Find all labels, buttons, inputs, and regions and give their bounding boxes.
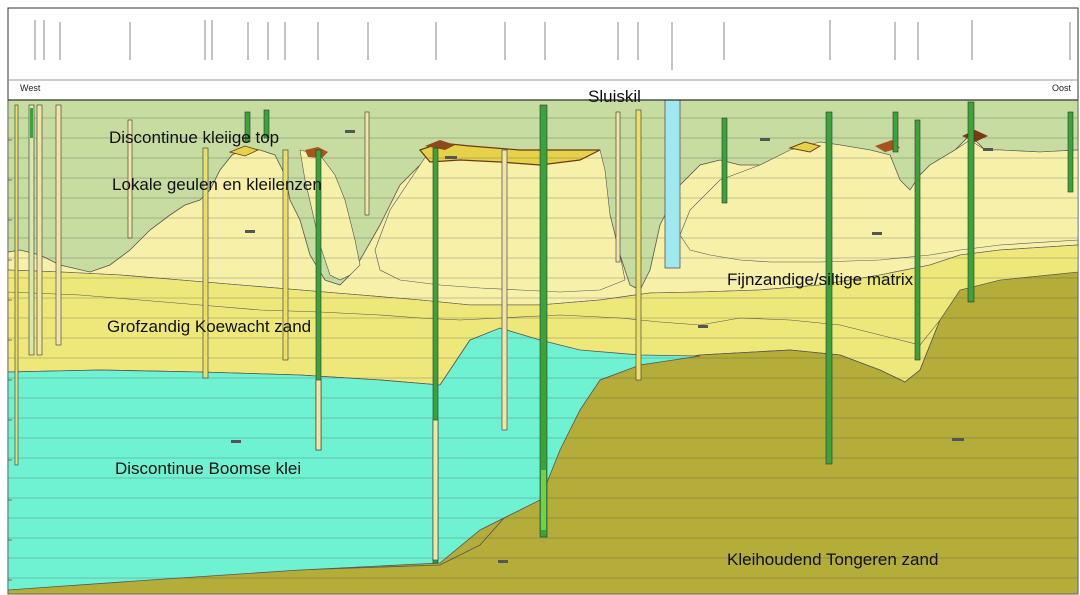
sand-lens-east	[679, 139, 1079, 263]
label-fijnzandig: Fijnzandige/siltige matrix	[727, 270, 914, 289]
label-boomse-klei: Discontinue Boomse klei	[115, 459, 302, 478]
label-tongeren: Kleihoudend Tongeren zand	[727, 550, 939, 569]
label-grofzandig: Grofzandig Koewacht zand	[107, 317, 312, 336]
unit-tags	[231, 130, 993, 563]
boreholes	[14, 101, 1074, 564]
layer-coarse-sand-upper	[7, 244, 1079, 346]
canal-water	[664, 99, 681, 269]
label-sluiskil: Sluiskil	[588, 87, 641, 106]
oost-label: Oost	[1052, 83, 1072, 93]
depth-axis	[8, 99, 12, 581]
label-discontinue-top: Discontinue kleiige top	[109, 128, 280, 147]
west-label: West	[20, 83, 41, 93]
sand-lens-west	[299, 149, 361, 281]
layer-boom-clay	[7, 327, 701, 591]
label-lokale-geulen: Lokale geulen en kleilenzen	[112, 175, 322, 194]
borehole-header	[34, 20, 1071, 70]
